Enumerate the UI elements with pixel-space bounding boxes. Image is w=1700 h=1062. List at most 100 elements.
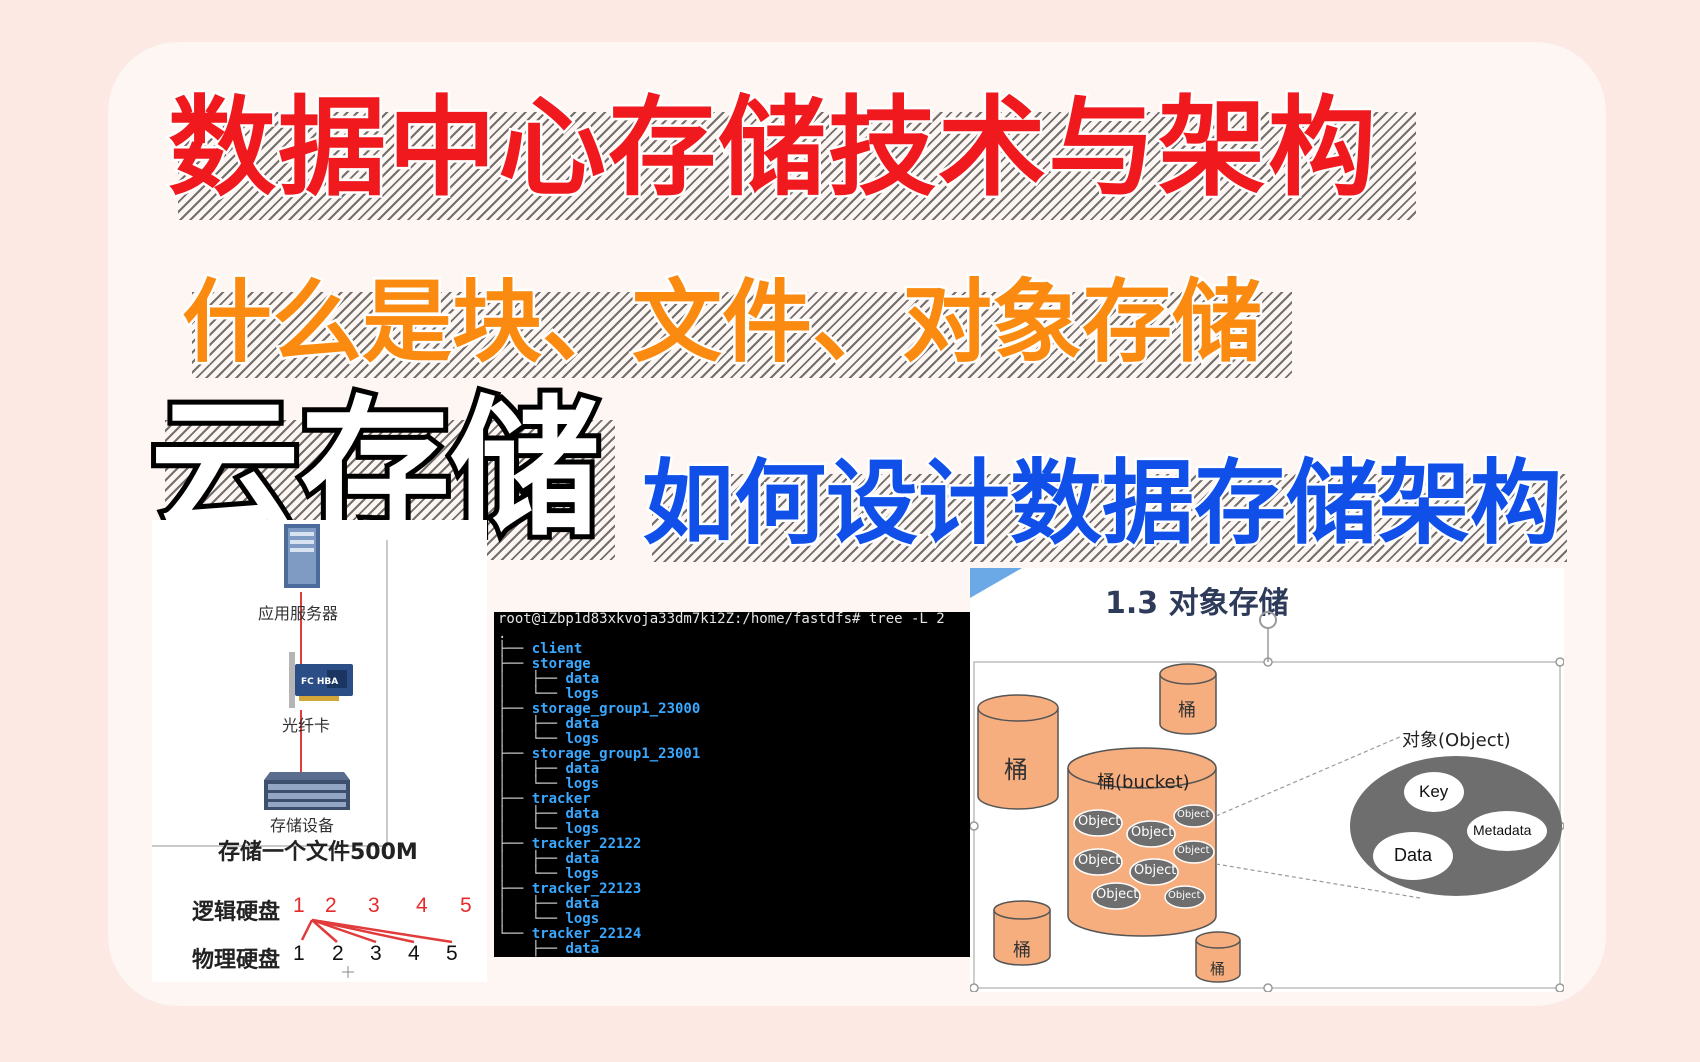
- tree-row: ├── storage_group1_23000: [494, 702, 970, 717]
- tree-folder-name: storage_group1_23000: [531, 701, 701, 717]
- tree-folder-name: logs: [565, 911, 600, 927]
- tree-row: ├── storage: [494, 657, 970, 672]
- directory-tree: .├── client├── storage│ ├── data│ └── lo…: [494, 627, 970, 957]
- tree-row: │ ├── data: [494, 807, 970, 822]
- tree-folder-name: data: [565, 806, 600, 822]
- tree-folder-name: logs: [565, 776, 600, 792]
- tree-row: │ └── logs: [494, 912, 970, 927]
- tree-folder-name: data: [565, 716, 600, 732]
- design-title-shadow: [652, 474, 1567, 562]
- server-icon: [284, 524, 320, 588]
- tree-row: │ ├── data: [494, 717, 970, 732]
- tree-folder-name: storage: [531, 656, 591, 672]
- file-size-caption: 存储一个文件500M: [218, 840, 418, 865]
- physical-disk-number: 2: [332, 942, 344, 965]
- tree-row: │ └── logs: [494, 732, 970, 747]
- tree-folder-name: data: [565, 941, 600, 957]
- subtitle: 什么是块、文件、对象存储: [180, 270, 1265, 375]
- logical-disk-label: 逻辑硬盘: [192, 900, 281, 925]
- tree-branch: │ └──: [498, 686, 566, 702]
- object-storage-panel: 1.3 对象存储: [970, 568, 1564, 992]
- storage-device-icon: [264, 772, 350, 810]
- object-group-label: 对象(Object): [1402, 730, 1511, 751]
- disk-mapping-lines: [300, 918, 453, 978]
- tree-branch: ├──: [498, 941, 566, 957]
- physical-disk-number: 1: [293, 942, 305, 965]
- key-label: Key: [1419, 782, 1449, 801]
- tree-folder-name: logs: [565, 866, 600, 882]
- small-bucket-label: 桶: [1013, 940, 1031, 961]
- terminal-window[interactable]: root@iZbp1d83xkvoja33dm7ki2Z:/home/fastd…: [494, 612, 970, 957]
- tree-folder-name: logs: [565, 731, 600, 747]
- tree-folder-name: tracker_22122: [531, 836, 642, 852]
- tree-branch: │ ├──: [498, 671, 566, 687]
- tree-row: .: [494, 627, 970, 642]
- tree-branch: ├──: [498, 881, 532, 897]
- tree-row: │ ├── data: [494, 897, 970, 912]
- tree-branch: ├──: [498, 791, 532, 807]
- tree-branch: └──: [498, 926, 532, 942]
- metadata-label: Metadata: [1473, 822, 1532, 838]
- object-label: Object: [1078, 814, 1121, 829]
- tree-row: │ └── logs: [494, 867, 970, 882]
- server-label: 应用服务器: [258, 604, 339, 623]
- physical-disk-number: 3: [370, 942, 382, 965]
- fc-hba-badge: FC HBA: [301, 677, 339, 687]
- tree-row: ├── data: [494, 942, 970, 957]
- tree-branch: │ ├──: [498, 896, 566, 912]
- object-label: Object: [1078, 853, 1121, 868]
- tree-folder-name: tracker_22123: [531, 881, 642, 897]
- card-to-storage-line: [300, 710, 302, 774]
- panel-corner-accent: [970, 568, 1022, 598]
- terminal-prompt: root@iZbp1d83xkvoja33dm7ki2Z:/home/fastd…: [498, 612, 945, 627]
- logical-disk-number: 5: [460, 894, 472, 917]
- data-label: Data: [1394, 845, 1433, 865]
- tree-row: ├── tracker_22123: [494, 882, 970, 897]
- object-label: Object: [1096, 887, 1139, 902]
- tree-folder-name: data: [565, 671, 600, 687]
- logical-disk-number: 1: [293, 894, 305, 917]
- tree-folder-name: data: [565, 896, 600, 912]
- tree-branch: │ └──: [498, 821, 566, 837]
- physical-disk-number: 4: [408, 942, 420, 965]
- physical-disk-number: 5: [446, 942, 458, 965]
- tree-row: │ └── logs: [494, 822, 970, 837]
- object-label: Object: [1131, 825, 1174, 840]
- tree-folder-name: client: [531, 641, 583, 657]
- tree-branch: ├──: [498, 836, 532, 852]
- fc-hba-card-icon: [289, 652, 353, 708]
- tree-folder-name: logs: [565, 821, 600, 837]
- logical-disk-number: 4: [416, 894, 428, 917]
- title-shadow: [178, 112, 1416, 220]
- tree-row: ├── tracker_22122: [494, 837, 970, 852]
- small-bucket-label: 桶: [1178, 700, 1196, 721]
- object-storage-diagram: [970, 611, 1564, 992]
- tree-row: │ ├── data: [494, 672, 970, 687]
- tree-row: ├── client: [494, 642, 970, 657]
- storage-device-label: 存储设备: [270, 816, 335, 835]
- tree-branch: .: [498, 626, 507, 642]
- frame-horizontal-line: [152, 845, 388, 847]
- tree-row: ├── storage_group1_23001: [494, 747, 970, 762]
- small-bucket-label: 桶: [1210, 960, 1226, 978]
- tree-branch: ├──: [498, 701, 532, 717]
- tree-row: ├── tracker: [494, 792, 970, 807]
- physical-disk-label: 物理硬盘: [192, 948, 281, 973]
- block-storage-panel: 应用服务器 FC HBA 光纤卡 存储设备 存储一个文件500M 逻辑硬盘 物理…: [152, 520, 487, 982]
- object-label: Object: [1177, 809, 1210, 820]
- tree-row: └── tracker_22124: [494, 927, 970, 942]
- logical-disk-number: 2: [325, 894, 337, 917]
- logical-disk-number: 3: [368, 894, 380, 917]
- main-bucket-label: 桶(bucket): [1097, 772, 1190, 793]
- tree-branch: │ ├──: [498, 761, 566, 777]
- tree-folder-name: tracker: [531, 791, 591, 807]
- tree-folder-name: logs: [565, 686, 600, 702]
- tree-branch: │ ├──: [498, 851, 566, 867]
- tree-branch: │ └──: [498, 866, 566, 882]
- tree-branch: │ └──: [498, 731, 566, 747]
- tree-branch: ├──: [498, 641, 532, 657]
- tree-branch: │ └──: [498, 911, 566, 927]
- tree-folder-name: data: [565, 761, 600, 777]
- tree-row: │ └── logs: [494, 777, 970, 792]
- fiber-card-label: 光纤卡: [282, 716, 331, 735]
